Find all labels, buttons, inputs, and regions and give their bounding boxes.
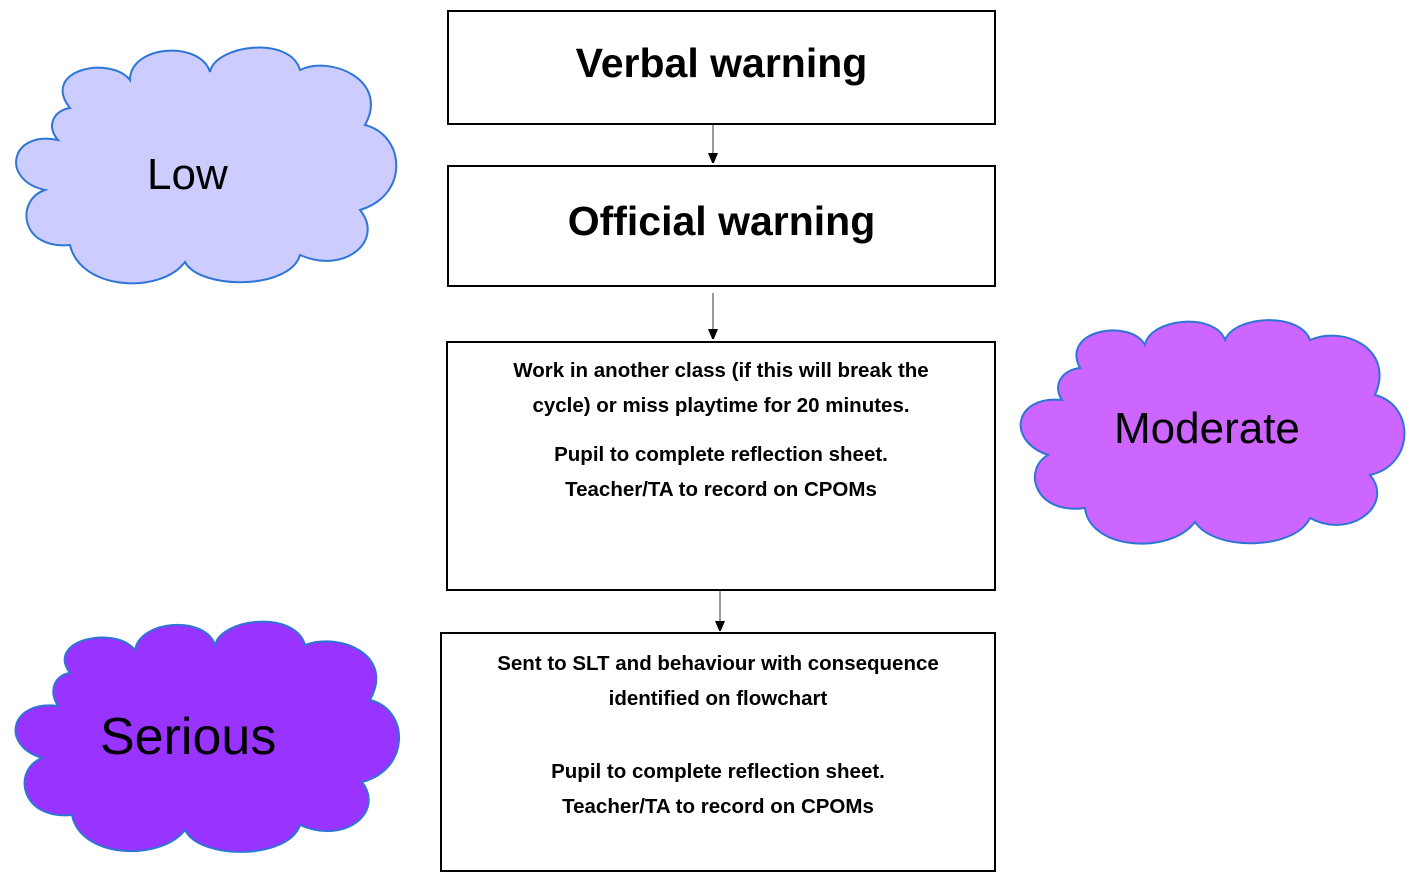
serious-consequence-action: Sent to SLT and behaviour with consequen… (497, 652, 939, 710)
cloud-moderate (1019, 319, 1406, 545)
cloud-low-shape (15, 46, 398, 285)
step-verbal-warning: Verbal warning (447, 10, 996, 125)
level-label-low: Low (147, 150, 228, 199)
cloud-low (15, 46, 398, 285)
moderate-consequence-action: Work in another class (if this will brea… (513, 359, 929, 417)
step-moderate-consequence: Work in another class (if this will brea… (446, 341, 996, 591)
step-official-warning: Official warning (447, 165, 996, 287)
step-official-warning-text: Official warning (567, 197, 876, 244)
cloud-serious (14, 620, 401, 853)
step-serious-consequence: Sent to SLT and behaviour with consequen… (440, 632, 996, 872)
level-label-serious: Serious (100, 708, 277, 766)
moderate-consequence-followup: Pupil to complete reflection sheet. Teac… (554, 443, 888, 501)
level-label-moderate: Moderate (1114, 404, 1300, 453)
cloud-serious-shape (14, 620, 401, 853)
cloud-moderate-shape (1019, 319, 1406, 545)
step-verbal-warning-text: Verbal warning (575, 40, 868, 86)
serious-consequence-followup: Pupil to complete reflection sheet. Teac… (551, 760, 885, 818)
